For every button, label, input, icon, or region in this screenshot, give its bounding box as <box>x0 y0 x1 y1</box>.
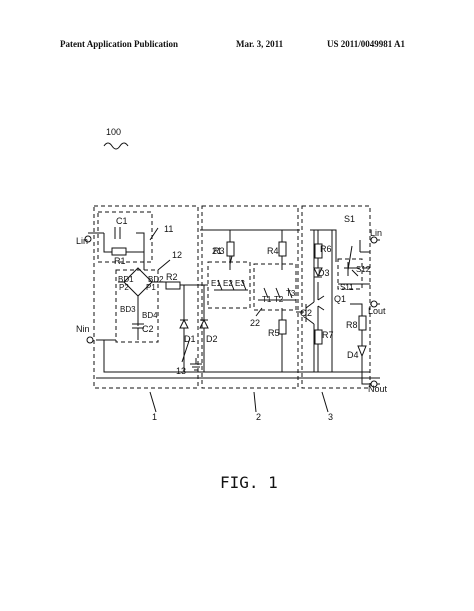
terminal-nin <box>86 336 94 344</box>
label-t3: T3 <box>286 289 296 298</box>
ref-11-label: 11 <box>164 224 173 234</box>
label-r5: R5 <box>268 328 280 338</box>
module-3-box <box>301 205 371 389</box>
top-rail <box>200 229 337 262</box>
q2-transistor <box>281 230 315 372</box>
c1-r1-network <box>88 232 145 270</box>
diode-d1 <box>179 316 189 372</box>
ref-3-label: 3 <box>328 412 333 422</box>
figure-caption: FIG. 1 <box>220 473 278 492</box>
r2-line <box>180 284 208 316</box>
s1-leader <box>347 245 353 271</box>
resistor-r3 <box>226 241 235 257</box>
terminal-lout <box>370 300 378 308</box>
switch-box <box>337 258 363 290</box>
module-boxes <box>93 205 371 389</box>
diode-d3 <box>313 267 323 278</box>
resistor-r5 <box>278 319 287 335</box>
label-c1: C1 <box>116 216 128 226</box>
label-bd2: BD2 <box>148 275 164 284</box>
label-t2: T2 <box>274 295 284 304</box>
label-s11: S11 <box>340 283 354 292</box>
terminal-lin-left <box>84 235 92 243</box>
label-r3: R3 <box>213 246 225 256</box>
resistor-r8 <box>358 315 367 331</box>
label-r4: R4 <box>267 246 279 256</box>
ref-1-label: 1 <box>152 412 157 422</box>
label-d1: D1 <box>184 334 196 344</box>
label-c2: C2 <box>142 324 154 334</box>
terminal-nout <box>370 380 378 388</box>
module-2-box <box>201 205 299 389</box>
ref-12-label: 12 <box>172 250 182 260</box>
led-array <box>214 279 248 291</box>
label-d4: D4 <box>347 350 359 360</box>
resistor-r6 <box>314 243 323 259</box>
patent-number: US 2011/0049981 A1 <box>327 39 406 49</box>
terminal-lin-right <box>370 236 378 244</box>
publication-date: Mar. 3, 2011 <box>236 39 284 49</box>
label-e1: E1 <box>211 279 221 288</box>
label-bd3: BD3 <box>120 305 136 314</box>
module-21-box <box>207 261 251 309</box>
label-r8: R8 <box>346 320 358 330</box>
label-bd4: BD4 <box>142 311 158 320</box>
ground-symbol <box>190 358 202 371</box>
label-e2: E2 <box>223 279 233 288</box>
module-22-box <box>253 263 297 311</box>
label-p1: P1 <box>146 283 156 292</box>
leader-lines <box>149 227 329 413</box>
resistor-r7 <box>314 329 323 345</box>
ref-21-label: 21 <box>212 246 222 256</box>
diode-d2 <box>199 316 209 372</box>
ref-100-leader <box>103 142 129 150</box>
label-lin-right: Lin <box>370 228 382 238</box>
label-r6: R6 <box>320 244 332 254</box>
label-d3: D3 <box>318 268 330 278</box>
ref-2-label: 2 <box>256 412 261 422</box>
ref-22-label: 22 <box>250 318 260 328</box>
diode-d4 <box>357 345 367 358</box>
resistor-r1 <box>111 247 127 256</box>
label-q1: Q1 <box>334 294 346 304</box>
module-12-box <box>115 269 159 343</box>
module-1-box <box>93 205 199 389</box>
bottom-rail <box>96 339 380 379</box>
label-nout: Nout <box>368 384 388 394</box>
label-r2: R2 <box>166 272 178 282</box>
label-d2: D2 <box>206 334 218 344</box>
label-q2: Q2 <box>300 308 312 318</box>
ref-13-label: 13 <box>176 366 186 376</box>
label-r1: R1 <box>114 256 126 266</box>
label-nin: Nin <box>76 324 90 334</box>
label-r7: R7 <box>322 330 334 340</box>
label-bd1: BD1 <box>118 275 134 284</box>
label-s1: S1 <box>344 214 355 224</box>
label-lout: Lout <box>368 306 386 316</box>
label-s12: S12 <box>356 265 371 274</box>
capacitor-c2 <box>132 320 144 340</box>
label-p2: P2 <box>119 283 129 292</box>
phototransistor-array <box>258 287 296 301</box>
label-lin-left: Lin <box>76 236 88 246</box>
label-e3: E3 <box>235 279 245 288</box>
capacitor-c1 <box>114 227 121 239</box>
ref-100-label: 100 <box>106 127 121 137</box>
resistor-r4 <box>278 241 287 257</box>
resistor-r2 <box>165 281 181 290</box>
publication-label: Patent Application Publication <box>60 39 179 49</box>
r6-d3-wiring <box>317 230 333 372</box>
label-t1: T1 <box>262 295 272 304</box>
q1-transistor <box>317 292 325 372</box>
